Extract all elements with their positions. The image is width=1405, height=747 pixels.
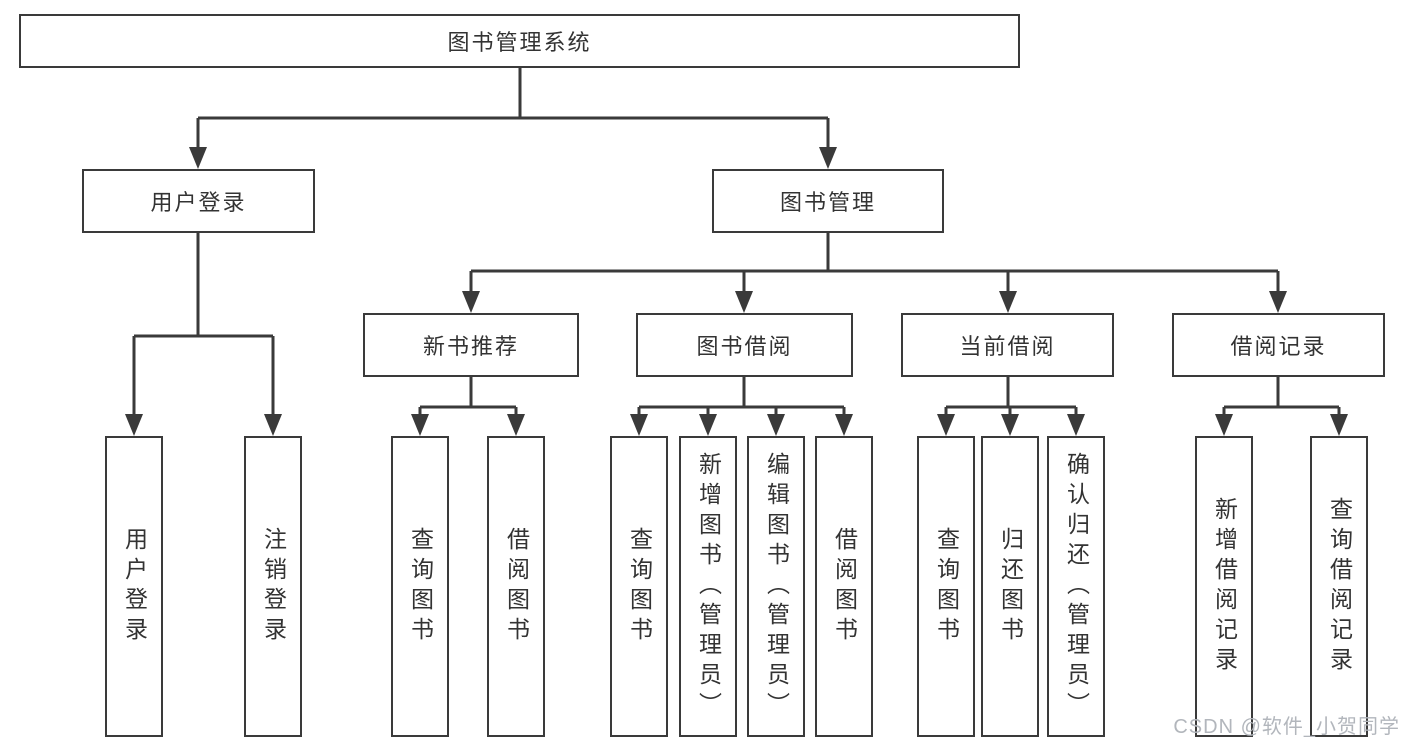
arrowhead-icon [819, 147, 837, 169]
arrowhead-icon [264, 414, 282, 436]
leaf-add-borrow-record: 新增借阅记录 [1195, 436, 1253, 737]
node-borrow-records: 借阅记录 [1172, 313, 1385, 377]
connector-borrow-records-to-leaves [1215, 377, 1348, 436]
leaf-query-books-borrow: 查询图书 [610, 436, 668, 737]
leaf-query-books-current: 查询图书 [917, 436, 975, 737]
leaf-confirm-return-admin: 确认归还（管理员） [1047, 436, 1105, 737]
leaf-query-borrow-record: 查询借阅记录 [1310, 436, 1368, 737]
node-new-book-recommend: 新书推荐 [363, 313, 579, 377]
leaf-return-books: 归还图书 [981, 436, 1039, 737]
connector-new-book-recommend-to-leaves [411, 377, 525, 436]
arrowhead-icon [999, 291, 1017, 313]
arrowhead-icon [125, 414, 143, 436]
arrowhead-icon [411, 414, 429, 436]
node-book-borrowing: 图书借阅 [636, 313, 853, 377]
leaf-add-books-admin: 新增图书（管理员） [679, 436, 737, 737]
leaf-logout: 注销登录 [244, 436, 302, 737]
arrowhead-icon [1001, 414, 1019, 436]
arrowhead-icon [1330, 414, 1348, 436]
arrowhead-icon [835, 414, 853, 436]
watermark: CSDN @软件_小贺同学 [1173, 716, 1400, 738]
leaf-borrow-books: 借阅图书 [815, 436, 873, 737]
arrowhead-icon [767, 414, 785, 436]
connector-user-login-to-leaves [125, 233, 282, 436]
node-user-login: 用户登录 [82, 169, 315, 233]
arrowhead-icon [735, 291, 753, 313]
leaf-edit-books-admin: 编辑图书（管理员） [747, 436, 805, 737]
arrowhead-icon [937, 414, 955, 436]
node-current-borrowing: 当前借阅 [901, 313, 1114, 377]
leaf-user-login: 用户登录 [105, 436, 163, 737]
node-root: 图书管理系统 [19, 14, 1020, 68]
arrowhead-icon [630, 414, 648, 436]
arrowhead-icon [1269, 291, 1287, 313]
leaf-borrow-books-new: 借阅图书 [487, 436, 545, 737]
arrowhead-icon [1215, 414, 1233, 436]
connector-book-management-to-level3 [462, 233, 1287, 313]
arrowhead-icon [462, 291, 480, 313]
arrowhead-icon [1067, 414, 1085, 436]
connector-book-borrowing-to-leaves [630, 377, 853, 436]
arrowhead-icon [189, 147, 207, 169]
connector-current-borrowing-to-leaves [937, 377, 1085, 436]
arrowhead-icon [699, 414, 717, 436]
connector-root-to-level2 [189, 68, 837, 169]
leaf-query-books-new: 查询图书 [391, 436, 449, 737]
arrowhead-icon [507, 414, 525, 436]
node-book-management: 图书管理 [712, 169, 944, 233]
